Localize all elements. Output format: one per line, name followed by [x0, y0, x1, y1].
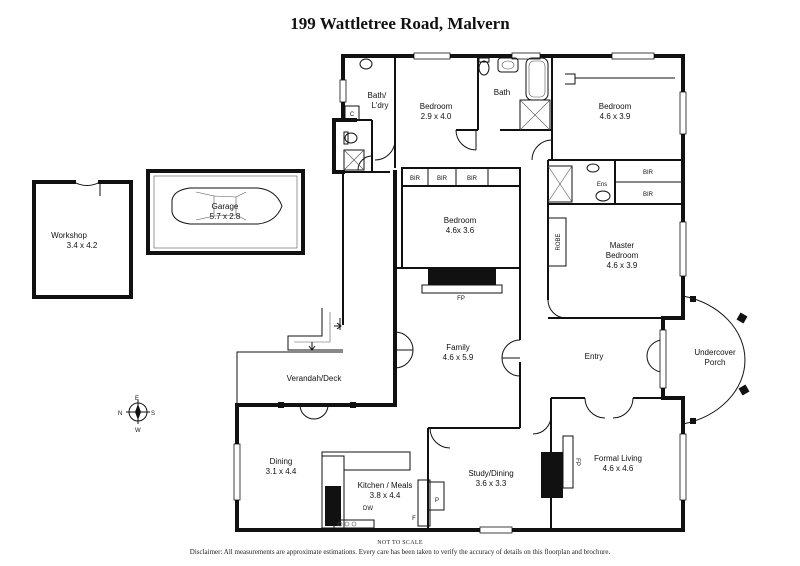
- living-fireplace-label: FP: [574, 458, 580, 466]
- compass-e: E: [135, 396, 139, 402]
- master-bedroom-name2: Bedroom: [606, 251, 639, 260]
- bedroom-top-left-size: 2.9 x 4.0: [421, 112, 452, 121]
- ensuite-toilet-icon: [586, 163, 600, 173]
- porch-arc: [682, 295, 750, 425]
- bedroom-top-left-name: Bedroom: [420, 102, 453, 111]
- bedroom-top-right-name: Bedroom: [599, 102, 632, 111]
- master-bedroom-size: 4.6 x 3.9: [607, 261, 638, 270]
- compass-rose: E N S W: [118, 396, 155, 434]
- porch-name: Undercover: [694, 348, 736, 357]
- laundry-toilet-icon: [343, 131, 358, 145]
- family-fireplace-label: FP: [457, 296, 465, 302]
- laundry-basin-icon: [359, 58, 373, 70]
- verandah-label: Verandah/Deck: [287, 374, 343, 383]
- laundry-shower-icon: [343, 149, 365, 171]
- compass-n: N: [118, 411, 122, 417]
- shower-icon: [519, 99, 551, 131]
- basin-icon: [497, 57, 519, 73]
- disclaimer: Disclaimer: All measurements are approxi…: [189, 548, 611, 556]
- bir-label-3: BIR: [467, 176, 478, 182]
- pantry-label: P: [435, 498, 439, 504]
- garage-size: 5.7 x 2.8: [210, 212, 241, 221]
- bir-label-2: BIR: [437, 176, 448, 182]
- bedroom-middle-size: 4.6x 3.6: [446, 226, 475, 235]
- formal-living-size: 4.6 x 4.6: [603, 464, 634, 473]
- fridge-label: F: [412, 516, 416, 522]
- robe-label: ROBE: [556, 233, 562, 250]
- bathroom-fixtures: [337, 57, 611, 527]
- interior-walls: [278, 56, 683, 530]
- dishwasher-label: DW: [363, 506, 373, 512]
- workshop-size: 3.4 x 4.2: [67, 241, 98, 250]
- car-icon: [171, 187, 283, 225]
- bath-laundry-label: Bath/ L'dry: [368, 91, 389, 110]
- bath-laundry-line2: L'dry: [371, 101, 388, 110]
- family-size: 4.6 x 5.9: [443, 353, 474, 362]
- bath-label: Bath: [494, 88, 510, 97]
- ensuite-basin-icon: [595, 190, 611, 202]
- room-labels: Workshop 3.4 x 4.2 Garage 5.7 x 2.8 Bath…: [51, 88, 736, 522]
- dining-size: 3.1 x 4.4: [266, 467, 297, 476]
- porch-name2: Porch: [705, 358, 726, 367]
- ensuite-shower-icon: [547, 165, 573, 203]
- kitchen-name: Kitchen / Meals: [358, 481, 413, 490]
- bath-laundry-line1: Bath/: [368, 91, 387, 100]
- study-name: Study/Dining: [468, 469, 513, 478]
- stove-icon: [337, 521, 357, 527]
- bir-label-1: BIR: [410, 176, 421, 182]
- toilet-icon: [478, 57, 490, 76]
- family-name: Family: [446, 343, 470, 352]
- bir-label-5: BIR: [643, 192, 654, 198]
- scale-note: NOT TO SCALE: [377, 540, 423, 546]
- bathtub-icon: [525, 57, 549, 101]
- formal-living-name: Formal Living: [594, 454, 642, 463]
- garage-name: Garage: [212, 202, 239, 211]
- compass-s: S: [151, 411, 155, 417]
- ensuite-label: Ens: [597, 182, 607, 188]
- dining-name: Dining: [270, 457, 293, 466]
- kitchen-size: 3.8 x 4.4: [370, 491, 401, 500]
- bedroom-middle-name: Bedroom: [444, 216, 477, 225]
- stair-arrows: [308, 322, 342, 351]
- door-swings: [299, 129, 664, 449]
- garage-structure: [146, 169, 305, 255]
- bedroom-top-right-size: 4.6 x 3.9: [600, 112, 631, 121]
- master-bedroom-name: Master: [610, 241, 635, 250]
- bir-label-4: BIR: [643, 170, 654, 176]
- plan-title: 199 Wattletree Road, Malvern: [290, 14, 510, 33]
- entry-label: Entry: [585, 352, 604, 361]
- workshop-name: Workshop: [51, 231, 87, 240]
- workshop-structure: [32, 180, 133, 299]
- cupboard-label: C: [350, 112, 355, 118]
- compass-w: W: [135, 428, 141, 434]
- study-size: 3.6 x 3.3: [476, 479, 507, 488]
- windows: [233, 52, 687, 534]
